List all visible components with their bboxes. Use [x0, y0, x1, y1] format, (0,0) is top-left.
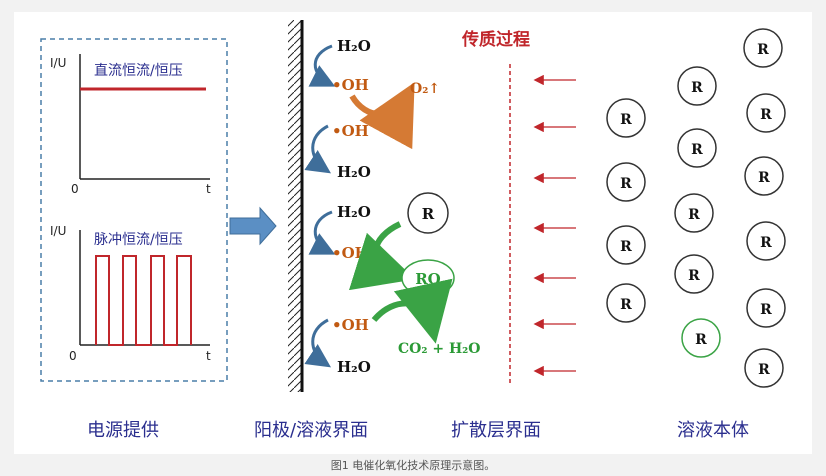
svg-text:R: R: [757, 42, 769, 58]
molecule-r: R: [746, 288, 786, 328]
reactant-r-label: R: [422, 205, 435, 223]
pulse-axis-x-label: t: [206, 349, 211, 363]
curved-arrow-icon: [304, 318, 331, 368]
reactant-r-circle: [407, 192, 449, 234]
svg-text:R: R: [620, 239, 632, 255]
pulse-signal-line: [95, 255, 192, 346]
molecule-r: R: [677, 66, 717, 106]
region-label-diffusion: 扩散层界面: [451, 420, 541, 441]
power-panel-frame: [40, 38, 228, 382]
region-label-power: 电源提供: [87, 420, 159, 441]
pulse-axis-y-label: I/U: [50, 224, 66, 238]
co2-h2o-label: CO₂ + H₂O: [398, 341, 481, 357]
molecule-r: R: [677, 128, 717, 168]
dc-axis-x-label: t: [206, 182, 211, 196]
svg-text:R: R: [620, 297, 632, 313]
pulse-origin-label: 0: [69, 349, 77, 363]
molecule-r: R: [606, 98, 646, 138]
svg-text:R: R: [760, 107, 772, 123]
curved-arrow-icon: [304, 124, 331, 174]
svg-text:R: R: [695, 332, 707, 348]
diagram-figure: I/U 直流恒流/恒压 0 t I/U 脉冲恒流/恒压 0 t H₂O •OH …: [14, 12, 812, 454]
svg-text:R: R: [760, 302, 772, 318]
h2o-label-4: H₂O: [337, 358, 371, 376]
region-label-anode: 阳极/溶液界面: [254, 420, 368, 441]
diagram-svg: I/U 直流恒流/恒压 0 t I/U 脉冲恒流/恒压 0 t H₂O •OH …: [40, 20, 786, 441]
molecule-r: R: [746, 93, 786, 133]
svg-text:R: R: [758, 170, 770, 186]
oh-label-2: •OH: [332, 122, 369, 140]
h2o-label-2: H₂O: [337, 163, 371, 181]
curved-arrow-icon: [308, 210, 336, 255]
region-label-bulk: 溶液本体: [677, 420, 749, 441]
h2o-label-3: H₂O: [337, 203, 371, 221]
svg-text:R: R: [620, 176, 632, 192]
svg-text:R: R: [688, 268, 700, 284]
molecule-r: R: [681, 318, 721, 358]
svg-text:R: R: [691, 142, 703, 158]
curved-arrow-icon: [371, 278, 453, 344]
dc-origin-label: 0: [71, 182, 79, 196]
oh-label-1: •OH: [332, 76, 369, 94]
molecule-r: R: [606, 225, 646, 265]
svg-text:R: R: [760, 235, 772, 251]
molecule-r: R: [606, 162, 646, 202]
oh-label-4: •OH: [332, 316, 369, 334]
molecule-r: R: [744, 348, 784, 388]
molecule-r: R: [606, 283, 646, 323]
dc-title: 直流恒流/恒压: [94, 62, 183, 79]
electrode-hatching: [288, 20, 302, 392]
svg-text:R: R: [758, 362, 770, 378]
svg-text:R: R: [688, 207, 700, 223]
ro-label: RO: [415, 270, 441, 288]
h2o-label-1: H₂O: [337, 37, 371, 55]
dc-plot: I/U 直流恒流/恒压 0 t: [50, 54, 211, 196]
molecule-r: R: [743, 28, 783, 68]
o2-label: O₂↑: [410, 81, 440, 97]
figure-caption: 图1 电催化氧化技术原理示意图。: [330, 459, 496, 472]
curved-arrow-icon: [348, 221, 416, 291]
pulse-title: 脉冲恒流/恒压: [94, 232, 183, 248]
svg-text:R: R: [620, 112, 632, 128]
molecule-r: R: [744, 156, 784, 196]
pulse-plot: I/U 脉冲恒流/恒压 0 t: [50, 224, 211, 363]
mass-transfer-arrows: [533, 74, 576, 377]
bulk-molecules: R R R R R R R R R R R R R R R: [606, 28, 786, 388]
molecule-r: R: [674, 193, 714, 233]
mass-transfer-label: 传质过程: [461, 29, 530, 50]
oh-label-3: •OH: [332, 244, 369, 262]
curved-arrow-icon: [308, 44, 336, 87]
molecule-r: R: [746, 221, 786, 261]
curved-arrow-icon: [349, 82, 415, 150]
dc-axis-y-label: I/U: [50, 56, 66, 70]
svg-text:R: R: [691, 80, 703, 96]
right-arrow-icon: [229, 206, 277, 246]
molecule-r: R: [674, 254, 714, 294]
